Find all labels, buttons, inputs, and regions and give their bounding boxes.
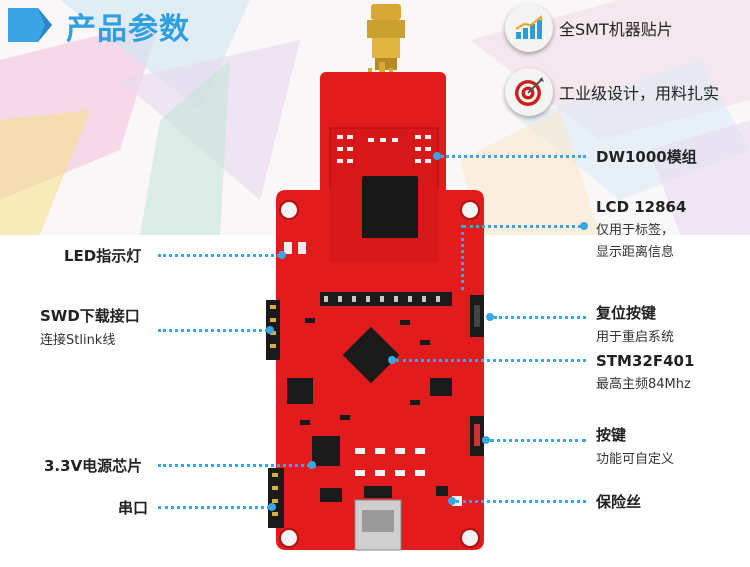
callout-dot <box>448 497 456 505</box>
feature-smt: 全SMT机器贴片 <box>505 4 673 52</box>
callout-led: LED指示灯 <box>64 245 141 266</box>
callout-swd: SWD下载接口 连接Stlink线 <box>40 305 140 348</box>
callout-uart-title: 串口 <box>118 499 149 517</box>
callout-button-desc: 功能可自定义 <box>596 452 675 467</box>
callout-mcu: STM32F401 最高主频84Mhz <box>596 352 694 392</box>
target-icon <box>505 68 553 116</box>
feature-industrial: 工业级设计，用料扎实 <box>505 68 719 116</box>
callout-reset-title: 复位按键 <box>596 304 657 322</box>
callout-swd-desc: 连接Stlink线 <box>40 333 116 348</box>
callout-dot <box>268 503 276 511</box>
callout-mcu-title: STM32F401 <box>596 352 695 370</box>
callout-lcd: LCD 12864 仅用于标签， 显示距离信息 <box>596 198 686 260</box>
title-marker-icon <box>8 8 52 42</box>
callout-led-title: LED指示灯 <box>64 247 142 265</box>
callout-leader <box>494 316 586 319</box>
callout-swd-title: SWD下载接口 <box>40 307 140 325</box>
feature-industrial-label: 工业级设计，用料扎实 <box>559 84 720 103</box>
callout-leader <box>158 329 268 332</box>
callout-leader <box>456 500 586 503</box>
feature-smt-label: 全SMT机器贴片 <box>559 20 673 39</box>
callout-fuse-title: 保险丝 <box>596 493 642 511</box>
page-title: 产品参数 <box>66 12 190 47</box>
callout-button: 按键 功能可自定义 <box>596 424 674 467</box>
callout-dw1000-title: DW1000模组 <box>596 148 697 166</box>
callout-dot <box>433 152 441 160</box>
callout-dot <box>308 461 316 469</box>
callout-leader <box>463 225 581 228</box>
board-image <box>230 0 490 563</box>
callout-leader <box>158 506 270 509</box>
callout-mcu-desc: 最高主频84Mhz <box>596 377 691 392</box>
callout-leader <box>396 359 586 362</box>
callout-power: 3.3V电源芯片 <box>44 455 142 476</box>
callout-leader <box>158 464 310 467</box>
callout-reset: 复位按键 用于重启系统 <box>596 302 674 345</box>
callout-button-title: 按键 <box>596 426 627 444</box>
callout-dot <box>266 326 274 334</box>
callout-power-title: 3.3V电源芯片 <box>44 457 143 475</box>
callout-fuse: 保险丝 <box>596 491 641 512</box>
callout-lcd-title: LCD 12864 <box>596 198 687 216</box>
callout-lcd-desc: 仅用于标签， <box>596 223 675 238</box>
callout-uart: 串口 <box>118 497 148 518</box>
callout-lcd-desc2: 显示距离信息 <box>596 245 675 260</box>
callout-dot <box>388 356 396 364</box>
callout-dot <box>278 251 286 259</box>
callout-reset-desc: 用于重启系统 <box>596 330 675 345</box>
callout-dot <box>482 436 490 444</box>
bar-chart-icon <box>505 4 553 52</box>
callout-leader <box>490 439 586 442</box>
header: 产品参数 <box>0 0 330 48</box>
callout-dot <box>580 222 588 230</box>
callout-leader <box>461 225 464 290</box>
callout-leader <box>158 254 280 257</box>
callout-leader <box>441 155 586 158</box>
callout-dot <box>486 313 494 321</box>
callout-dw1000: DW1000模组 <box>596 146 697 167</box>
